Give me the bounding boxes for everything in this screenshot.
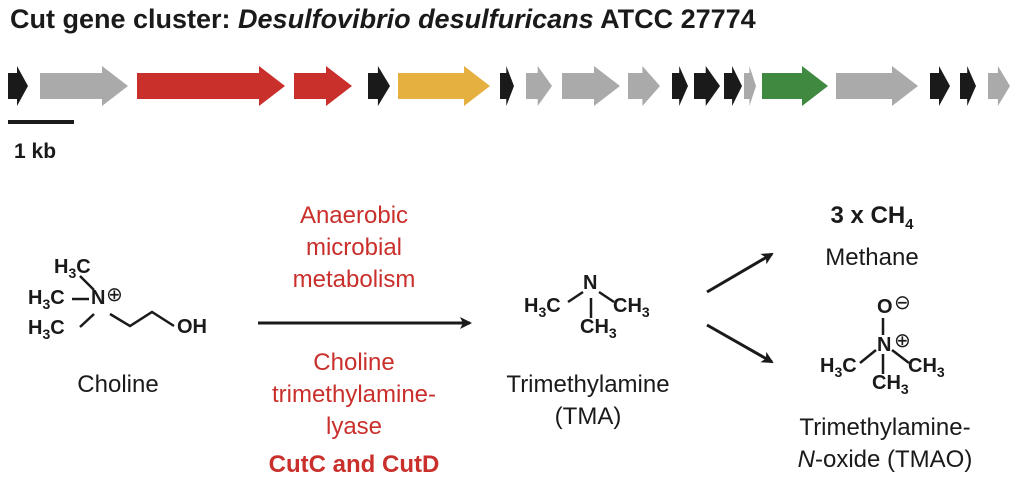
- tma-ch3-bottom: CH3: [580, 316, 617, 341]
- tmao-bond-right: [891, 349, 910, 364]
- tma-nitrogen: N: [583, 272, 598, 294]
- tma-name-line-1: Trimethylamine: [506, 371, 670, 398]
- diagram-title: Cut gene cluster: Desulfovibrio desulfur…: [10, 4, 756, 35]
- scale-bar: [8, 120, 74, 124]
- tmao-ch3-bottom: CH3: [872, 372, 909, 397]
- tma-bond-left: [567, 290, 584, 304]
- choline-chain: [109, 310, 175, 328]
- gene-arrow-black: [724, 66, 742, 106]
- tmao-name-line-2: N-oxide (TMAO): [760, 444, 1010, 476]
- gene-arrow-red: [294, 66, 352, 106]
- title-species: Desulfovibrio desulfuricans: [238, 4, 594, 34]
- enzyme-line-3: lyase: [325, 413, 383, 440]
- arrow-to-methane: [706, 252, 774, 294]
- gene-arrow-green: [762, 66, 828, 106]
- enzyme-line-1: Choline: [313, 349, 395, 376]
- enzyme-line-2: trimethylamine-: [271, 381, 437, 408]
- choline-hydroxyl: OH: [177, 316, 207, 338]
- methane-formula-prefix: 3 x CH: [830, 202, 906, 229]
- process-label: Anaerobic microbial metabolism: [258, 200, 450, 296]
- gene-arrow-gray: [836, 66, 918, 106]
- gene-arrow-gray: [628, 66, 660, 106]
- choline-h3c-top: H3C: [54, 256, 91, 281]
- enzyme-proteins: CutC and CutD: [268, 451, 440, 478]
- tmao-name: Trimethylamine- N-oxide (TMAO): [760, 412, 1010, 476]
- methane-name: Methane: [825, 244, 919, 271]
- choline-h3c-bot: H3C: [28, 317, 65, 342]
- gene-arrow-black: [930, 66, 950, 106]
- enzyme-label: Choline trimethylamine- lyase CutC and C…: [238, 347, 470, 481]
- choline-name: Choline: [77, 371, 159, 398]
- methane-formula-subscript: 4: [905, 215, 914, 233]
- process-line-2: microbial: [305, 234, 403, 261]
- gene-arrow-gray: [988, 66, 1010, 106]
- process-line-3: metabolism: [292, 266, 416, 293]
- process-line-1: Anaerobic: [299, 202, 409, 229]
- tma-name-line-2: (TMA): [554, 403, 622, 430]
- title-prefix: Cut gene cluster:: [10, 4, 239, 34]
- tma-ch3-right: CH3: [613, 295, 650, 320]
- tma-bond-right: [598, 290, 615, 304]
- tmao-name-line-1: Trimethylamine-: [799, 414, 971, 441]
- tmao-h3c: H3C: [820, 355, 857, 380]
- scale-label: 1 kb: [14, 140, 57, 163]
- gene-cluster: [8, 66, 1010, 106]
- choline-h3c-mid: H3C: [28, 287, 65, 312]
- tmao-name-n-italic: N: [797, 446, 815, 473]
- tmao-ch3-right: CH3: [908, 355, 945, 380]
- tmao-negative-charge: ⊖: [894, 292, 911, 314]
- tma-name: Trimethylamine (TMA): [480, 369, 696, 433]
- gene-arrow-yellow: [398, 66, 490, 106]
- gene-arrow-black: [500, 66, 514, 106]
- gene-arrow-black: [960, 66, 976, 106]
- gene-arrow-gray: [562, 66, 620, 106]
- choline-nitrogen: N: [91, 287, 106, 309]
- title-strain: ATCC 27774: [593, 4, 756, 34]
- gene-arrow-gray: [526, 66, 552, 106]
- tmao-bond-left: [859, 349, 877, 364]
- choline-bond-n-top: [79, 275, 95, 291]
- gene-arrow-black: [694, 66, 720, 106]
- choline-bond-n-bot: [79, 313, 95, 328]
- tmao-name-line-2-rest: -oxide (TMAO): [814, 446, 973, 473]
- tmao-nitrogen: N: [877, 334, 892, 356]
- tma-h3c: H3C: [524, 295, 561, 320]
- gene-arrow-gray: [744, 66, 756, 106]
- gene-arrow-red: [137, 66, 285, 106]
- methane-formula: 3 x CH4: [792, 200, 952, 241]
- gene-arrow-black: [8, 66, 28, 106]
- tmao-oxygen: O: [877, 296, 893, 318]
- gene-arrow-black: [672, 66, 688, 106]
- gene-arrow-black: [368, 66, 390, 106]
- arrow-to-tmao: [706, 323, 774, 364]
- choline-positive-charge: ⊕: [106, 284, 123, 306]
- gene-arrow-gray: [40, 66, 128, 106]
- tmao-positive-charge: ⊕: [894, 330, 911, 352]
